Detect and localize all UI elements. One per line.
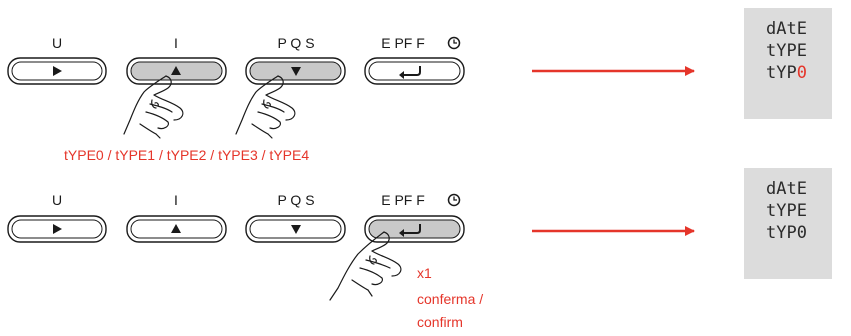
- lcd-display: dAtE tYPE tYP0: [744, 8, 832, 119]
- enter-return-icon: [399, 66, 421, 79]
- play-right-icon: [53, 224, 62, 234]
- button-label-epff: E PF F: [381, 35, 425, 51]
- epff-button[interactable]: [364, 215, 465, 243]
- display-line-1: dAtE: [766, 19, 807, 39]
- enter-return-icon: [399, 224, 421, 237]
- button-label-pqs: P Q S: [277, 192, 314, 208]
- hand-pointing-icon: [235, 75, 296, 139]
- u-button[interactable]: [7, 57, 107, 85]
- row-1: U I P Q S E PF F: [7, 8, 832, 163]
- display-line-1: dAtE: [766, 179, 807, 199]
- button-label-u: U: [52, 35, 62, 51]
- hand-pointing-icon: [329, 231, 402, 301]
- clock-icon: [447, 36, 461, 50]
- hand-pointing-icon: [123, 75, 184, 139]
- type-options-caption: tYPE0 / tYPE1 / tYPE2 / tYPE3 / tYPE4: [64, 147, 309, 163]
- triangle-up-icon: [171, 224, 181, 233]
- button-label-pqs: P Q S: [277, 35, 314, 51]
- u-button[interactable]: [7, 215, 107, 243]
- row-2: U I P Q S E PF F: [7, 168, 832, 330]
- lcd-display: dAtE tYPE tYP0: [744, 168, 832, 279]
- triangle-down-icon: [291, 225, 301, 234]
- i-button[interactable]: [126, 57, 227, 85]
- confirm-label-it: conferma /: [417, 291, 483, 307]
- triangle-up-icon: [171, 66, 181, 75]
- display-line-3: tYP0: [766, 63, 807, 83]
- display-line-2: tYPE: [766, 201, 807, 221]
- pqs-button[interactable]: [245, 57, 346, 85]
- button-label-i: I: [174, 192, 178, 208]
- display-line-3: tYP0: [766, 223, 807, 243]
- clock-icon: [447, 193, 461, 207]
- display-blinking-digit: 0: [797, 63, 807, 83]
- display-line-2: tYPE: [766, 41, 807, 61]
- epff-button[interactable]: [364, 57, 465, 85]
- pqs-button[interactable]: [245, 215, 346, 243]
- i-button[interactable]: [126, 215, 227, 243]
- button-label-epff: E PF F: [381, 192, 425, 208]
- press-count-label: x1: [417, 265, 432, 281]
- button-label-u: U: [52, 192, 62, 208]
- triangle-down-icon: [291, 67, 301, 76]
- confirm-label-en: confirm: [417, 314, 463, 330]
- play-right-icon: [53, 66, 62, 76]
- button-label-i: I: [174, 35, 178, 51]
